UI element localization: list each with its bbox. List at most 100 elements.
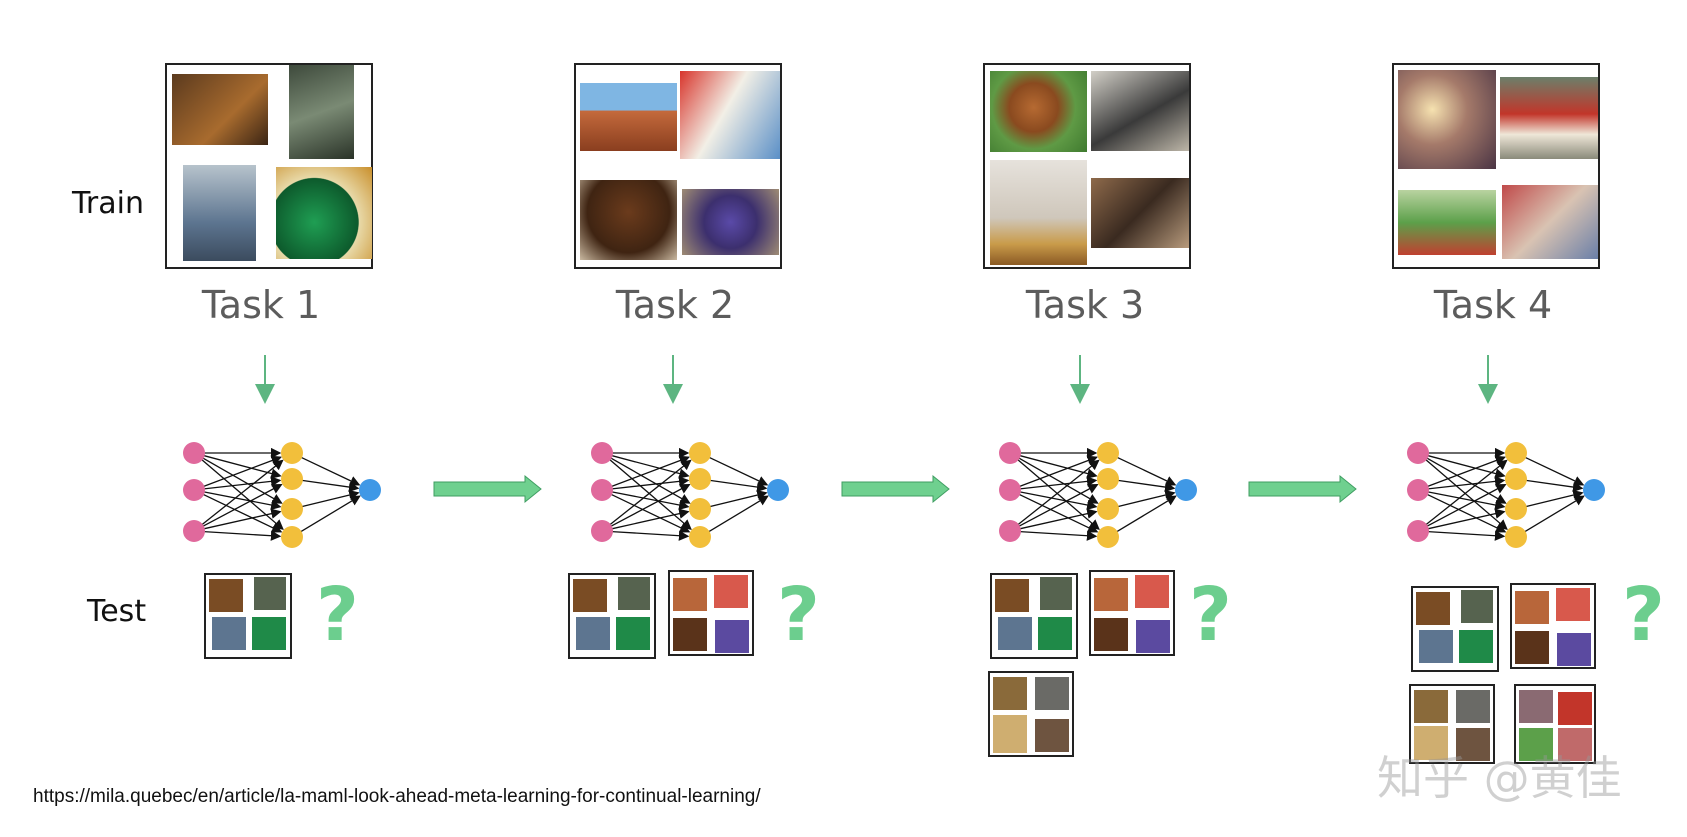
network-edge	[1427, 530, 1506, 541]
network-edge	[610, 493, 691, 533]
test-label: Test	[87, 594, 147, 629]
hidden-node	[689, 442, 711, 464]
network-edge	[611, 530, 690, 541]
network-edge	[1116, 495, 1177, 533]
task4-test-set3	[1409, 684, 1495, 764]
hidden-node	[281, 526, 303, 548]
network-edge	[203, 455, 282, 488]
photo-people	[680, 71, 780, 159]
network-edge	[1019, 476, 1098, 490]
photo-animal	[1091, 178, 1189, 248]
network-edge	[1425, 459, 1508, 526]
network-edge	[1117, 489, 1176, 508]
network-edge	[1117, 479, 1176, 493]
hidden-node	[1505, 498, 1527, 520]
thumb-cinema	[1416, 592, 1450, 625]
thumb-man-pizza	[993, 715, 1027, 753]
thumb-room	[1558, 728, 1592, 761]
input-node	[591, 442, 613, 464]
thumb-animal	[1035, 719, 1069, 752]
photo-desert	[580, 83, 677, 151]
input-node	[183, 442, 205, 464]
thumb-flower	[1557, 633, 1591, 666]
photo-dog	[990, 71, 1087, 152]
task4-test-set4	[1514, 684, 1596, 764]
task1-test-set1	[204, 573, 292, 659]
input-node	[1407, 442, 1429, 464]
thumb-dog	[993, 677, 1027, 710]
photo-table	[580, 180, 677, 260]
network-edge	[1427, 455, 1506, 488]
thumb-dog	[1414, 690, 1448, 723]
hidden-node	[281, 498, 303, 520]
hidden-node	[1505, 468, 1527, 490]
task3-title: Task 3	[1025, 283, 1145, 327]
source-url: https://mila.quebec/en/article/la-maml-l…	[33, 786, 761, 807]
network-edge	[1017, 459, 1100, 526]
output-node	[359, 479, 381, 501]
input-node	[183, 520, 205, 542]
photo-pizzeria-sign	[1500, 77, 1598, 159]
transition-arrow-3-4	[1248, 474, 1357, 504]
task4-title: Task 4	[1433, 283, 1553, 327]
thumb-soccer	[1519, 728, 1553, 761]
network-edge	[1426, 493, 1507, 533]
network-edge	[708, 495, 769, 533]
hidden-node	[689, 468, 711, 490]
thumb-people	[1556, 588, 1590, 621]
thumb-horn	[254, 577, 286, 610]
network-edge	[609, 459, 692, 531]
network-edge	[1427, 508, 1506, 530]
hidden-node	[1505, 442, 1527, 464]
thumb-backpack	[1419, 630, 1453, 663]
input-node	[183, 479, 205, 501]
photo-lamp	[1398, 70, 1496, 169]
network-edge	[203, 476, 282, 490]
thumb-table	[673, 618, 707, 651]
hidden-node	[689, 526, 711, 548]
task4-train-images	[1392, 63, 1600, 269]
photo-soccer	[1398, 190, 1496, 255]
watermark: 知乎 @黄佳	[1377, 751, 1622, 805]
thumb-horn	[1040, 577, 1072, 610]
thumb-bottle	[616, 617, 650, 650]
hidden-node	[281, 468, 303, 490]
network-edge	[611, 476, 690, 490]
hidden-node	[281, 442, 303, 464]
task3-train-images	[983, 63, 1191, 269]
hidden-node	[1097, 498, 1119, 520]
transition-arrows	[433, 474, 1357, 504]
thumb-table	[1094, 618, 1128, 651]
network-edge	[611, 508, 690, 530]
task1-network	[183, 442, 381, 548]
task2-test-set1	[568, 573, 656, 659]
network-edge	[1427, 491, 1506, 511]
network-edge	[301, 479, 360, 493]
hidden-node	[689, 498, 711, 520]
network-edge	[610, 457, 691, 504]
network-edge	[201, 459, 284, 531]
task4-test-set1	[1411, 586, 1499, 672]
output-node	[1583, 479, 1605, 501]
thumb-desert	[1515, 591, 1549, 624]
photo-room	[1502, 185, 1598, 259]
thumb-desert	[1094, 578, 1128, 611]
thumb-lamp	[1519, 690, 1553, 723]
task3-test-set3	[988, 671, 1074, 757]
thumb-flower	[1136, 620, 1170, 653]
task2-train-images	[574, 63, 782, 269]
network-edge	[1019, 455, 1098, 488]
thumb-desert	[673, 578, 707, 611]
network-edge	[300, 495, 361, 533]
network-edge	[1524, 456, 1585, 486]
output-node	[1175, 479, 1197, 501]
task3-test-set1	[990, 573, 1078, 659]
network-edge	[1017, 459, 1100, 531]
photo-cat	[1091, 71, 1189, 151]
network-edge	[202, 484, 283, 527]
network-edge	[301, 489, 360, 508]
thumb-animal	[1456, 728, 1490, 761]
task2-network	[591, 442, 789, 548]
thumb-cinema	[209, 579, 243, 612]
